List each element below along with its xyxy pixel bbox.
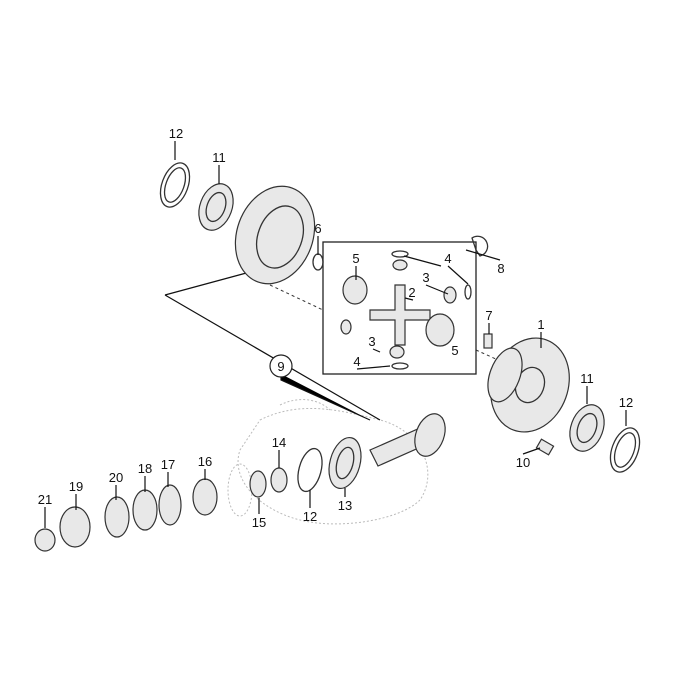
callout-13: 13 <box>338 498 352 513</box>
ring-15 <box>249 470 267 498</box>
callout-5: 5 <box>352 251 359 266</box>
bearing-11-upper <box>198 183 234 231</box>
callout-19: 19 <box>69 479 83 494</box>
callout-17: 17 <box>161 457 175 472</box>
callout-11: 11 <box>212 150 226 165</box>
callout-15: 15 <box>252 515 266 530</box>
differential-box <box>322 241 477 375</box>
differential-internals <box>340 250 472 370</box>
differential-case <box>487 337 570 433</box>
bearing-16 <box>192 478 218 516</box>
callout-9: 9 <box>277 359 284 374</box>
callout-4: 4 <box>444 251 451 266</box>
ring-gear <box>234 185 316 285</box>
callout-18: 18 <box>138 461 152 476</box>
callout-11b: 11 <box>580 371 594 386</box>
spacer-14 <box>270 467 288 493</box>
callout-3b: 3 <box>368 334 375 349</box>
callout-20: 20 <box>109 470 123 485</box>
seal-18 <box>132 489 158 531</box>
callout-8: 8 <box>497 261 504 276</box>
bearing-13 <box>328 436 362 490</box>
nut-21 <box>34 528 56 552</box>
callout-1: 1 <box>537 317 544 332</box>
callout-21: 21 <box>38 492 52 507</box>
bearing-11-lower <box>569 404 605 452</box>
callout-16: 16 <box>198 454 212 469</box>
bolt-7 <box>483 333 493 349</box>
callout-14: 14 <box>272 435 286 450</box>
seal-12-upper <box>159 162 191 208</box>
callout-6: 6 <box>314 221 321 236</box>
bolt-10 <box>535 438 555 456</box>
callout-9-circle <box>269 354 293 378</box>
clip-8 <box>471 235 489 257</box>
seal-17 <box>158 484 182 526</box>
callout-3: 3 <box>422 270 429 285</box>
washer-6 <box>312 253 324 271</box>
housing-outline <box>227 399 429 525</box>
ring-20 <box>104 496 130 538</box>
callout-2: 2 <box>408 285 415 300</box>
callout-7: 7 <box>485 308 492 323</box>
callout-4b: 4 <box>353 354 360 369</box>
callout-5b: 5 <box>451 343 458 358</box>
seal-12-lower <box>609 427 641 473</box>
callout-12c: 12 <box>303 509 317 524</box>
leader-lines <box>44 141 627 528</box>
callout-10: 10 <box>516 455 530 470</box>
assembly-line <box>164 271 381 421</box>
ring-12 <box>297 447 323 493</box>
callout-12: 12 <box>169 126 183 141</box>
drive-pinion <box>369 413 446 467</box>
callout-12b: 12 <box>619 395 633 410</box>
flange-19 <box>59 506 91 548</box>
